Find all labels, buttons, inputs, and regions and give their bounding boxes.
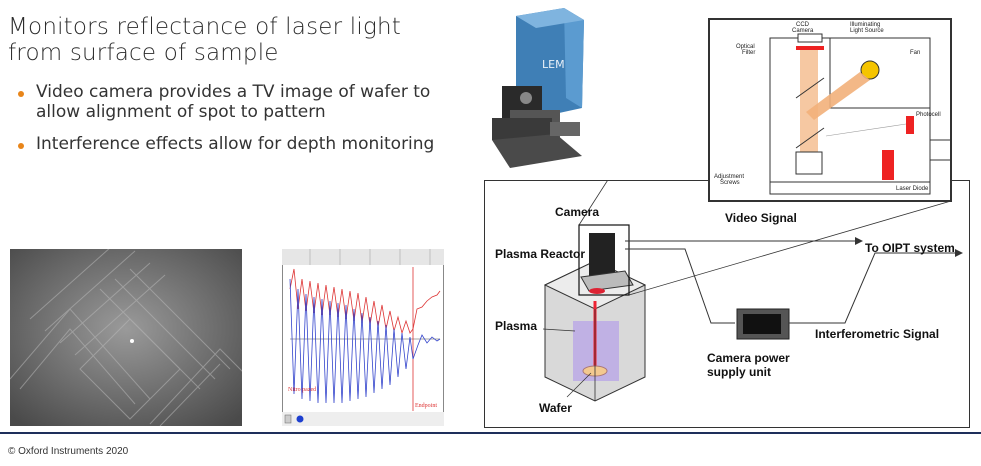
lem-logo: LEM [542, 58, 565, 71]
bullet-item: Interference effects allow for depth mon… [14, 134, 444, 154]
ccd-label-1: CCD [796, 22, 809, 28]
ccd-label-2: Camera [792, 28, 814, 34]
photocell-label: Photocell [916, 112, 941, 118]
bullet-dot-icon [18, 91, 24, 97]
trace-left-label: Nitro pazed [288, 387, 316, 393]
wafer-label: Wafer [539, 401, 572, 415]
lem-camera-photo: LEM [486, 6, 596, 174]
to-oipt-label: To OIPT system [865, 241, 955, 255]
video-signal-label: Video Signal [725, 211, 797, 225]
copyright-footer: © Oxford Instruments 2020 [8, 446, 129, 457]
optical-filter-label-1: Optical [736, 44, 755, 50]
bullet-dot-icon [18, 143, 24, 149]
camera-power-label-1: Camera power [707, 351, 790, 365]
interferometric-trace-plot: Nitro pazed Endpoint [282, 249, 444, 426]
camera-detail-inset: CCD Camera Illuminating Light Source Opt… [708, 18, 952, 202]
illuminating-label-1: Illuminating [850, 22, 881, 28]
wafer-camera-photo [10, 249, 242, 426]
interferometric-signal-label: Interferometric Signal [815, 327, 940, 341]
bullet-list: Video camera provides a TV image of wafe… [14, 82, 444, 166]
illuminating-label-2: Light Source [850, 28, 884, 34]
laser-diode-label: Laser Diode [896, 186, 929, 192]
slide-title: Monitors reflectance of laser light from… [8, 14, 401, 66]
camera-label: Camera [555, 205, 600, 219]
adjustment-screws-label-2: Screws [720, 180, 740, 186]
plasma-reactor-diagram: Camera Plasma Reactor Plasma Wafer Video… [484, 180, 970, 428]
plasma-reactor-label: Plasma Reactor [495, 247, 586, 261]
plasma-label: Plasma [495, 319, 538, 333]
optical-filter-label-2: Filter [742, 50, 756, 56]
footer-divider [0, 432, 981, 434]
trace-endpoint-label: Endpoint [415, 403, 437, 409]
fan-label: Fan [910, 50, 921, 56]
adjustment-screws-label-1: Adjustment [714, 174, 745, 180]
bullet-item: Video camera provides a TV image of wafe… [14, 82, 444, 122]
camera-power-label-2: supply unit [707, 365, 771, 379]
